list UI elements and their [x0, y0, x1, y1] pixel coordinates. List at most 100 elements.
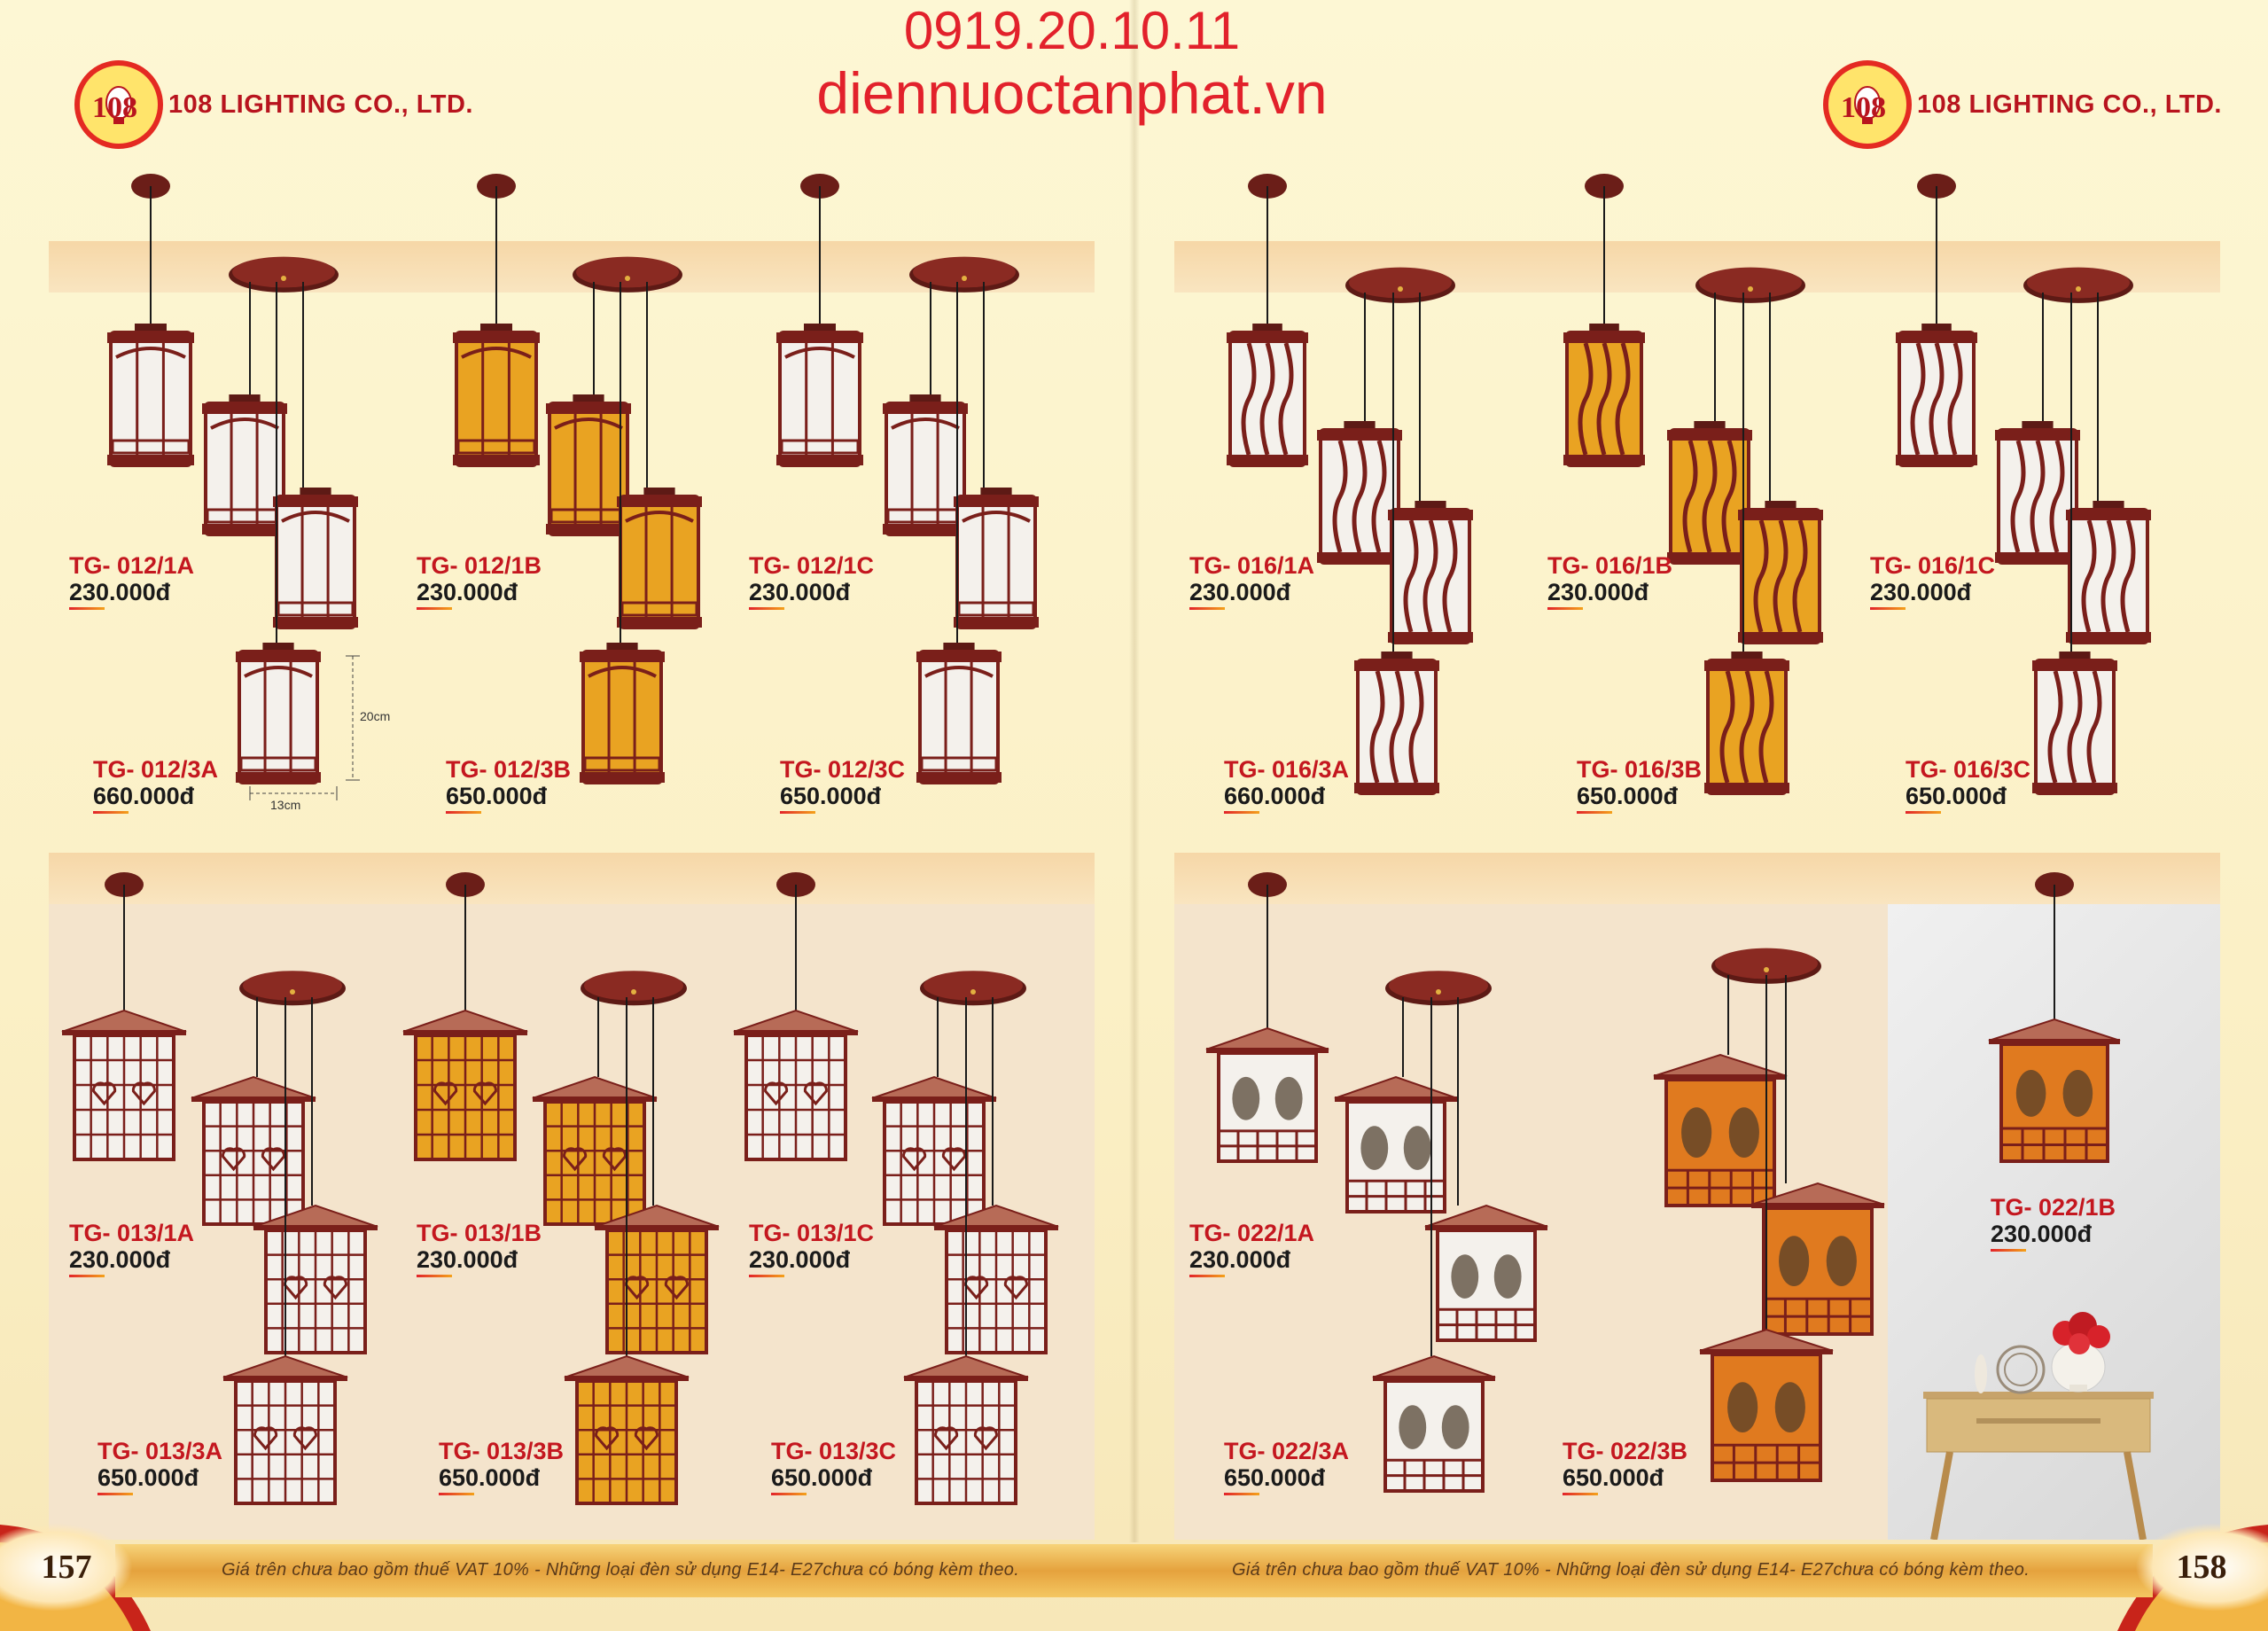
pagoda-lantern	[61, 1009, 187, 1161]
cylinder-lantern	[617, 488, 702, 629]
cylinder-lantern	[546, 394, 631, 536]
pagoda-lantern	[1334, 1075, 1458, 1213]
cylinder-lantern	[2032, 652, 2117, 795]
pagoda-lantern	[1424, 1204, 1548, 1342]
pagoda-lantern	[1205, 1026, 1329, 1163]
pagoda-lantern	[253, 1204, 378, 1354]
logo-text: 108	[92, 91, 137, 124]
pagoda-lantern	[402, 1009, 528, 1161]
cylinder-lantern	[1704, 652, 1789, 795]
dimension-height: 20cm	[360, 709, 391, 723]
pagoda-lantern	[1699, 1328, 1834, 1482]
cylinder-lantern	[883, 394, 968, 536]
cylinder-lantern	[2066, 501, 2151, 644]
cylinder-lantern	[916, 643, 1002, 784]
ceiling-canopy-top	[576, 256, 679, 288]
cylinder-lantern	[273, 488, 358, 629]
page-number-right: 158	[2135, 1523, 2268, 1611]
ceiling-canopy-top	[913, 256, 1016, 288]
brand-logo-icon: 108	[1821, 59, 1913, 151]
canopy-screw	[1398, 286, 1403, 292]
pagoda-lantern	[733, 1009, 859, 1161]
cylinder-lantern	[1995, 421, 2080, 565]
pagoda-lantern	[594, 1204, 720, 1354]
ceiling-canopy-top	[243, 971, 342, 1001]
pagoda-lantern	[191, 1075, 316, 1226]
canopy-screw	[625, 276, 630, 281]
cylinder-lantern	[107, 324, 194, 467]
cylinder-lantern	[236, 643, 321, 784]
page-gutter	[1129, 0, 1140, 1542]
cylinder-lantern	[580, 643, 665, 784]
ceiling-canopy-top	[2027, 267, 2130, 299]
cylinder-lantern	[453, 324, 540, 467]
cylinder-lantern	[1354, 652, 1439, 795]
ceiling-canopy-top	[1389, 971, 1488, 1001]
ceiling-canopy-top	[1699, 267, 1802, 299]
website-url: diennuoctanphat.vn	[816, 60, 1328, 126]
pagoda-lantern	[1988, 1018, 2121, 1163]
ceiling-canopy-top	[584, 971, 683, 1001]
brand-name: 108 LIGHTING CO., LTD.	[168, 90, 473, 119]
cylinder-lantern	[776, 324, 863, 467]
ceiling-canopy-top	[1349, 267, 1452, 299]
dimension-lines	[249, 655, 360, 800]
side-table-illustration	[1923, 1312, 2154, 1540]
canopy-screw	[1748, 286, 1753, 292]
cylinder-lantern	[1896, 324, 1977, 467]
cylinder-lantern	[202, 394, 287, 536]
canopy-screw	[631, 989, 636, 995]
cylinder-lantern	[1738, 501, 1823, 644]
brand-name: 108 LIGHTING CO., LTD.	[1917, 90, 2222, 119]
cylinder-lantern	[954, 488, 1039, 629]
canopy-screw	[970, 989, 976, 995]
canopy-screw	[962, 276, 967, 281]
canopy-screw	[2076, 286, 2081, 292]
canopy-screw	[1764, 967, 1769, 972]
brand-left: 108 108 LIGHTING CO., LTD.	[73, 59, 473, 151]
page-number-left: 157	[0, 1523, 133, 1611]
ceiling-canopy-top	[232, 256, 335, 288]
footer-bar	[115, 1544, 2153, 1597]
ceiling-canopy-top	[924, 971, 1023, 1001]
pagoda-lantern	[532, 1075, 658, 1226]
pagoda-lantern	[222, 1354, 348, 1505]
footer-note-left: Giá trên chưa bao gồm thuế VAT 10% - Nhữ…	[222, 1560, 1020, 1580]
canopy-screw	[1436, 989, 1441, 995]
brand-right: 108 108 LIGHTING CO., LTD.	[1821, 59, 2222, 151]
pagoda-lantern	[1750, 1182, 1885, 1336]
cylinder-lantern	[1227, 324, 1308, 467]
dimension-width: 13cm	[270, 798, 301, 812]
cylinder-lantern	[1388, 501, 1473, 644]
pagoda-lantern	[564, 1354, 690, 1505]
pagoda-lantern	[933, 1204, 1059, 1354]
logo-text: 108	[1841, 91, 1886, 124]
header-contact: 0919.20.10.11 diennuoctanphat.vn	[0, 0, 2268, 124]
footer-note-right: Giá trên chưa bao gồm thuế VAT 10% - Nhữ…	[1232, 1560, 2030, 1580]
ceiling-canopy-top	[1715, 948, 1818, 979]
phone-number: 0919.20.10.11	[903, 1, 1241, 60]
